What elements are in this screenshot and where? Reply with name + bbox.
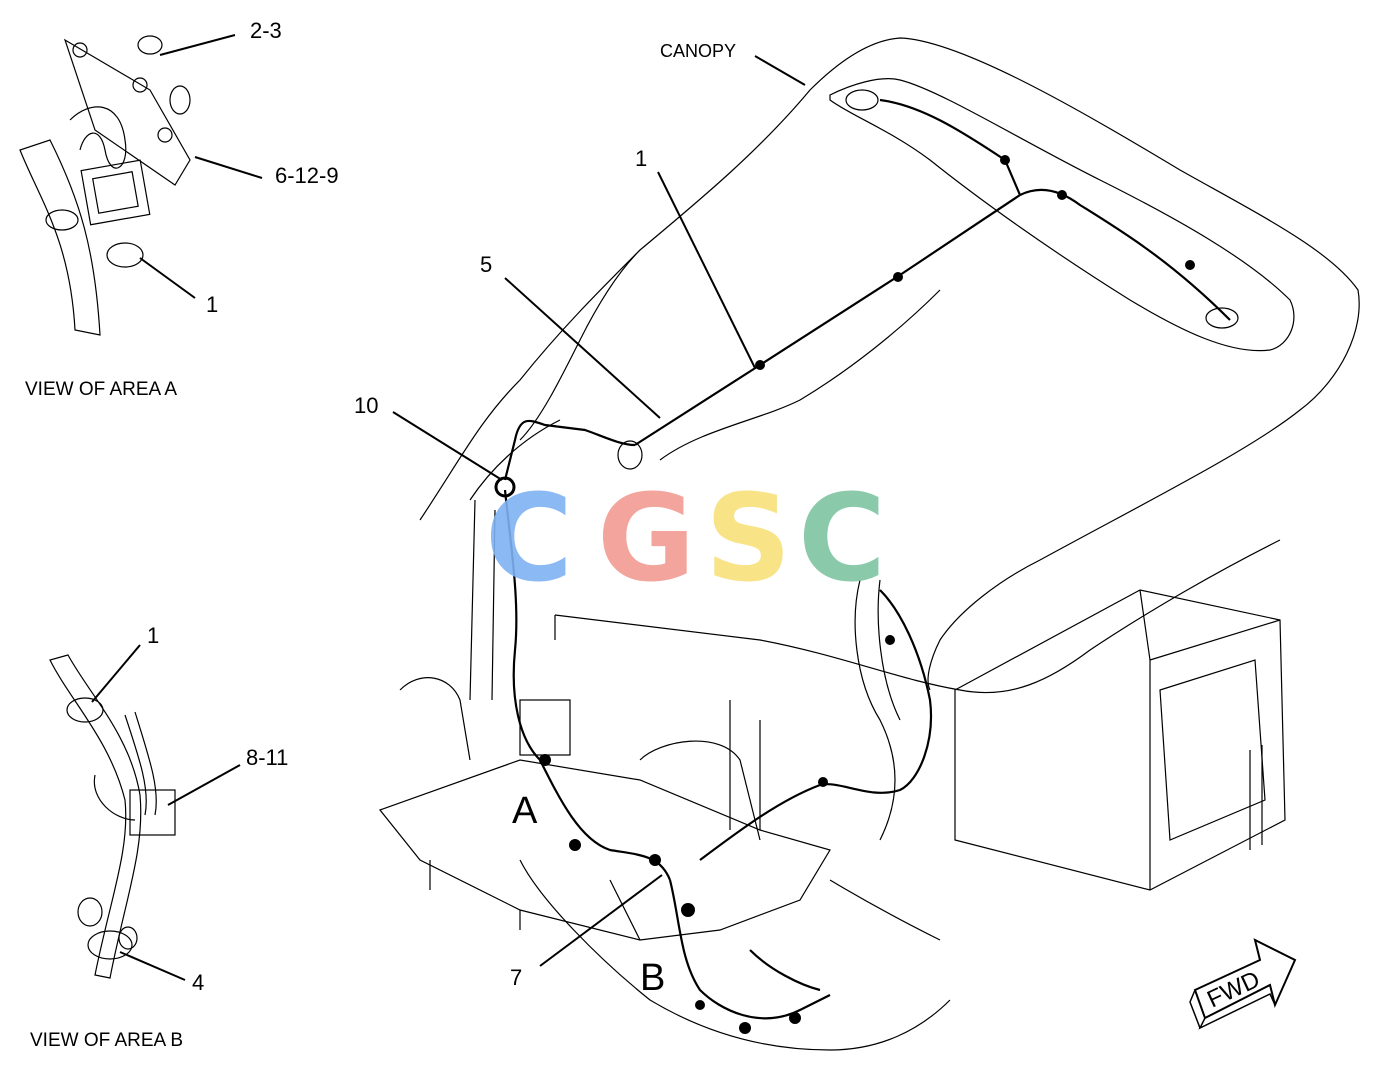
- callout-1-area-b: 1: [147, 623, 159, 648]
- caption-view-area-a: VIEW OF AREA A: [25, 379, 177, 400]
- watermark-letter: G: [597, 470, 696, 609]
- leader-line: [139, 257, 196, 299]
- leader-line: [754, 55, 806, 86]
- leader-line: [194, 156, 263, 179]
- detail-view-area-b: [49, 654, 176, 979]
- leader-line: [504, 277, 661, 419]
- wiring-harness: [494, 89, 1239, 1034]
- watermark-letter: S: [705, 470, 791, 609]
- callout-1-area-a: 1: [206, 292, 218, 317]
- leader-line: [392, 411, 503, 481]
- callout-5: 5: [480, 252, 492, 277]
- canopy-label: CANOPY: [660, 41, 736, 61]
- callout-1-main: 1: [635, 146, 647, 171]
- machine-outline: [379, 37, 1360, 1051]
- leader-line: [119, 951, 186, 981]
- leader-line: [539, 874, 663, 967]
- callout-4: 4: [192, 970, 204, 995]
- watermark: C G S C: [485, 470, 886, 609]
- callout-10: 10: [354, 393, 378, 418]
- watermark-letter: C: [485, 470, 573, 609]
- callout-7: 7: [510, 965, 522, 990]
- watermark-letter: C: [798, 470, 886, 609]
- leader-line: [91, 644, 141, 703]
- forward-arrow-icon: FWD: [1189, 938, 1297, 1030]
- leader-line: [159, 34, 236, 56]
- callout-2-3: 2-3: [250, 18, 282, 43]
- leader-line: [657, 171, 756, 369]
- callout-8-11: 8-11: [246, 745, 288, 770]
- area-b-marker: B: [640, 957, 665, 999]
- leader-line: [167, 764, 241, 806]
- detail-view-area-a: [19, 35, 191, 336]
- caption-view-area-b: VIEW OF AREA B: [30, 1030, 183, 1051]
- area-a-marker: A: [512, 790, 538, 832]
- callout-6-12-9: 6-12-9: [275, 163, 339, 188]
